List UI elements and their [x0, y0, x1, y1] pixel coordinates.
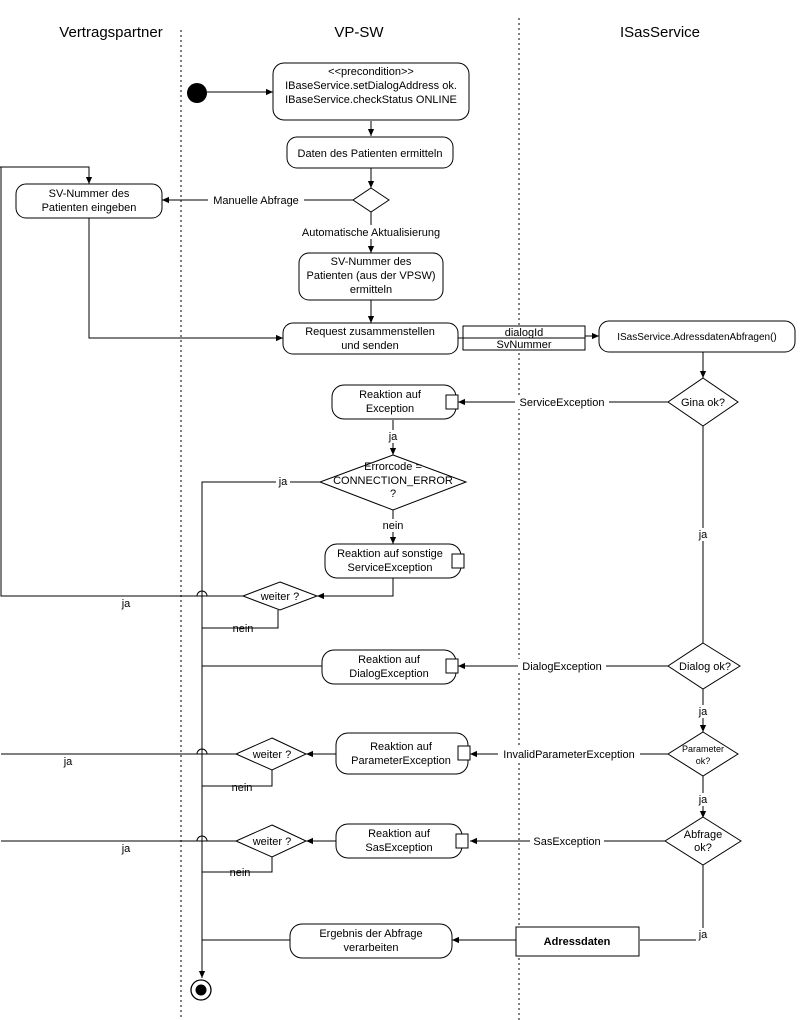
weiter-2-label: weiter ? [252, 749, 292, 761]
reaktion-dialog-line-1: Reaktion auf [358, 654, 421, 666]
params-box: dialogId SvNummer [462, 325, 586, 351]
label-ja-abfrage: ja [698, 929, 708, 941]
ergebnis-line-2: verarbeiten [343, 942, 398, 954]
reaktion-sas-line-1: Reaktion auf [368, 828, 431, 840]
node-adressdaten: Adressdaten [515, 926, 640, 957]
label-ja-weiter-1: ja [121, 598, 131, 610]
node-reaktion-dialog: Reaktion auf DialogException [321, 649, 459, 685]
node-precondition: <<precondition>> IBaseService.setDialogA… [272, 62, 470, 121]
reaktion-exception-line-2: Exception [366, 403, 414, 415]
reaktion-sas-line-2: SasException [365, 842, 432, 854]
label-manuelle-abfrage: Manuelle Abfrage [213, 195, 299, 207]
label-ja-parameter: ja [698, 794, 708, 806]
label-sas-exception: SasException [533, 836, 600, 848]
decision-abfrage-ok: Abfrage ok? [664, 816, 742, 866]
precondition-line-1: <<precondition>> [328, 66, 414, 78]
reaktion-sonstige-line-1: Reaktion auf sonstige [337, 548, 443, 560]
decision-gina-ok: Gina ok? [667, 377, 739, 427]
node-reaktion-sas: Reaktion auf SasException [335, 823, 469, 859]
decision-errorcode: Errorcode = CONNECTION_ERROR ? [318, 454, 468, 511]
ergebnis-line-1: Ergebnis der Abfrage [319, 928, 422, 940]
node-request: Request zusammenstellen und senden [282, 322, 459, 355]
abfrage-ok-line-2: ok? [694, 842, 712, 854]
label-nein-weiter-1: nein [233, 623, 254, 635]
reaktion-dialog-line-2: DialogException [349, 668, 429, 680]
node-reaktion-parameter: Reaktion auf ParameterException [335, 732, 471, 775]
sv-ermitteln-line-1: SV-Nummer des [331, 256, 412, 268]
lane-title-vp-sw: VP-SW [334, 24, 384, 41]
reaktion-exception-line-1: Reaktion auf [359, 389, 422, 401]
daten-ermitteln-label: Daten des Patienten ermitteln [298, 148, 443, 160]
decision-weiter-3: weiter ? [234, 824, 308, 858]
decision-manuelle-auto [352, 187, 390, 213]
parameter-ok-line-2: ok? [696, 756, 711, 766]
edge-labels: Manuelle Abfrage Automatische Aktualisie… [63, 192, 710, 941]
abfrage-ok-line-1: Abfrage [684, 829, 723, 841]
label-dialog-exception: DialogException [522, 661, 602, 673]
reaktion-sonstige-line-2: ServiceException [348, 562, 433, 574]
dialog-ok-label: Dialog ok? [679, 661, 731, 673]
reaktion-parameter-line-2: ParameterException [351, 755, 451, 767]
node-daten-ermitteln: Daten des Patienten ermitteln [286, 136, 454, 169]
final-node-dot [195, 984, 207, 996]
request-line-1: Request zusammenstellen [305, 326, 435, 338]
label-ja-errorcode: ja [278, 476, 288, 488]
label-ja-weiter-3: ja [121, 843, 131, 855]
lane-title-vertragspartner: Vertragspartner [59, 24, 162, 41]
sv-ermitteln-line-3: ermitteln [350, 284, 392, 296]
label-ja-gina: ja [698, 529, 708, 541]
reaktion-parameter-line-1: Reaktion auf [370, 741, 433, 753]
service-call-label: ISasService.AdressdatenAbfragen() [617, 332, 777, 343]
sv-eingeben-line-2: Patienten eingeben [42, 202, 137, 214]
label-nein-errorcode: nein [383, 520, 404, 532]
node-sv-eingeben: SV-Nummer des Patienten eingeben [15, 183, 163, 219]
label-nein-weiter-3: nein [230, 867, 251, 879]
decision-parameter-ok: Parameter ok? [667, 731, 739, 777]
initial-node [187, 83, 207, 103]
param-dialog-id: dialogId [505, 327, 544, 339]
label-ja-exception: ja [388, 431, 398, 443]
errorcode-line-3: ? [390, 488, 396, 500]
decision-weiter-2: weiter ? [234, 737, 308, 771]
errorcode-line-2: CONNECTION_ERROR [333, 475, 453, 487]
label-invalid-parameter-exception: InvalidParameterException [503, 749, 634, 761]
sv-eingeben-line-1: SV-Nummer des [49, 188, 130, 200]
gina-ok-label: Gina ok? [681, 397, 725, 409]
errorcode-line-1: Errorcode = [364, 461, 422, 473]
node-service-call: ISasService.AdressdatenAbfragen() [598, 320, 796, 353]
sv-ermitteln-line-2: Patienten (aus der VPSW) [306, 270, 435, 282]
lane-title-isasservice: ISasService [620, 24, 700, 41]
label-nein-weiter-2: nein [232, 782, 253, 794]
node-sv-ermitteln: SV-Nummer des Patienten (aus der VPSW) e… [298, 252, 444, 301]
weiter-3-label: weiter ? [252, 836, 292, 848]
node-reaktion-sonstige: Reaktion auf sonstige ServiceException [324, 543, 465, 579]
precondition-line-2: IBaseService.setDialogAddress ok. [285, 80, 457, 92]
label-ja-weiter-2: ja [63, 756, 73, 768]
label-service-exception: ServiceException [520, 397, 605, 409]
label-ja-dialog: ja [698, 706, 708, 718]
decision-weiter-1: weiter ? [241, 581, 319, 611]
precondition-line-3: IBaseService.checkStatus ONLINE [285, 94, 457, 106]
param-sv-nummer: SvNummer [496, 339, 551, 351]
parameter-ok-line-1: Parameter [682, 744, 724, 754]
node-ergebnis: Ergebnis der Abfrage verarbeiten [289, 923, 453, 959]
label-automatische-aktualisierung: Automatische Aktualisierung [302, 227, 440, 239]
decision-dialog-ok: Dialog ok? [667, 642, 741, 690]
adressdaten-label: Adressdaten [544, 936, 611, 948]
node-reaktion-exception: Reaktion auf Exception [331, 384, 459, 420]
weiter-1-label: weiter ? [260, 591, 300, 603]
request-line-2: und senden [341, 340, 399, 352]
